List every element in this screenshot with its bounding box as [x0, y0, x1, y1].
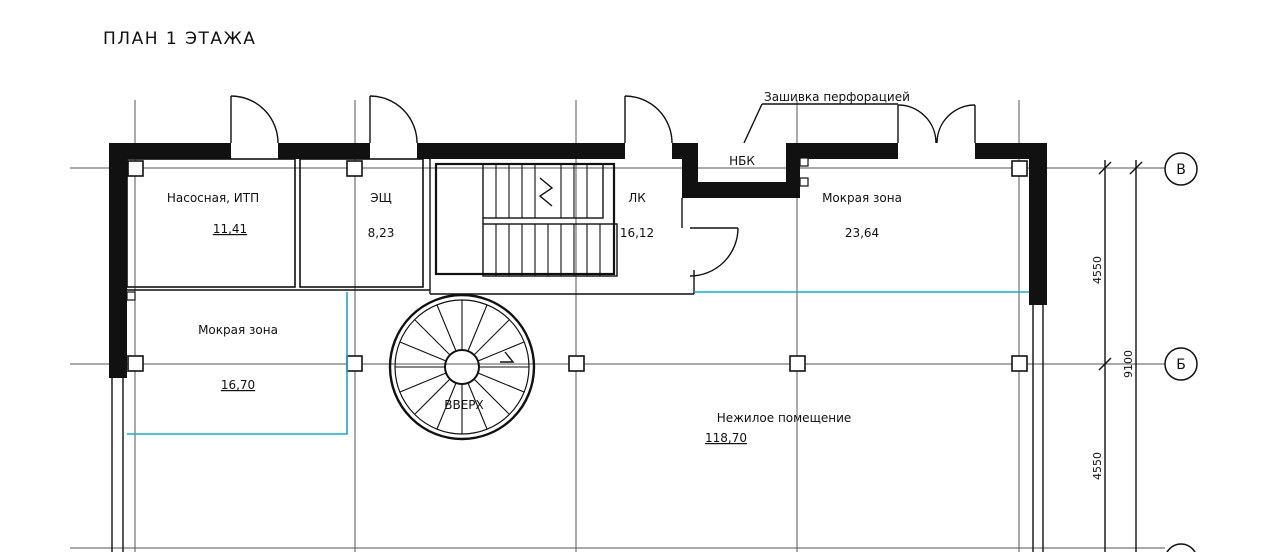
room-area-main: 118,70 [705, 431, 747, 445]
room-area-pump: 11,41 [213, 222, 247, 236]
room-area-wet-right: 23,64 [845, 226, 879, 240]
room-area-wet-left: 16,70 [221, 378, 255, 392]
room-area-lk: 16,12 [620, 226, 654, 240]
stair-direction-label: ВВЕРХ [444, 398, 484, 412]
dimension-lines: 4550 4550 9100 [1091, 160, 1143, 552]
partitions [126, 158, 695, 295]
room-area-esch: 8,23 [368, 226, 395, 240]
doors [230, 95, 976, 277]
room-name-wet-right: Мокрая зона [822, 191, 902, 205]
columns [126, 157, 1028, 372]
annotation-leader [743, 103, 898, 144]
room-name-main: Нежилое помещение [717, 411, 852, 425]
axis-label-v: В [1176, 162, 1186, 178]
axis-markers: В Б А [1164, 152, 1198, 552]
room-name-lk: ЛК [628, 191, 646, 205]
spiral-stair [388, 293, 536, 441]
nbk-label: НБК [729, 154, 755, 168]
room-labels: Насосная, ИТП 11,41 ЭЩ 8,23 ЛК 16,12 Мок… [167, 191, 902, 445]
straight-stair [434, 162, 618, 277]
glazing [111, 305, 1044, 552]
room-name-wet-left: Мокрая зона [198, 323, 278, 337]
perforation-annotation: Зашивка перфорацией [764, 90, 910, 104]
dimension-top: 4550 [1091, 256, 1104, 284]
wet-zone-outlines [127, 291, 1029, 435]
dimension-bottom: 4550 [1091, 452, 1104, 480]
axis-label-b: Б [1176, 357, 1186, 373]
room-name-pump: Насосная, ИТП [167, 191, 259, 205]
exterior-walls [109, 143, 1047, 378]
dimension-total: 9100 [1122, 350, 1135, 378]
room-name-esch: ЭЩ [370, 191, 392, 205]
plan-title: ПЛАН 1 ЭТАЖА [103, 29, 256, 49]
